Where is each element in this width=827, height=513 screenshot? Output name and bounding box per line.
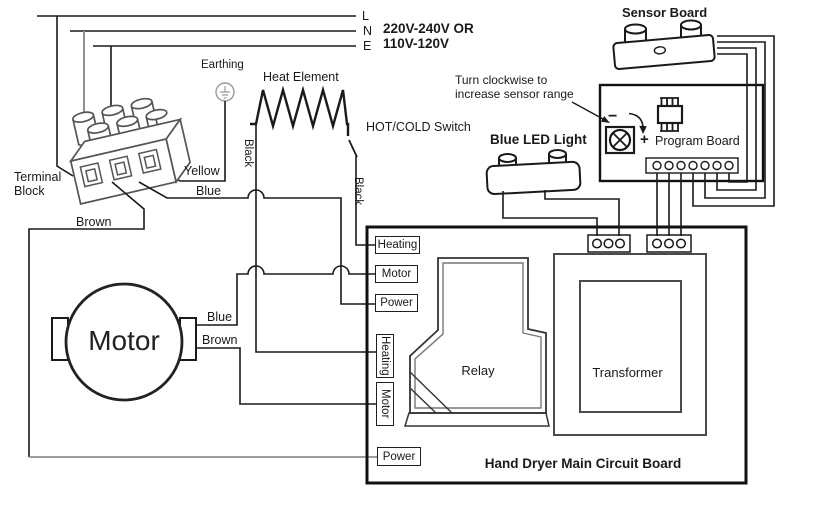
motor-body [64, 282, 184, 402]
wire-blue-terminal-to-power [138, 181, 375, 305]
label-sensor-note-line1: Turn clockwise to [455, 73, 548, 87]
terminal-block-right-face [165, 117, 191, 184]
wire-heater-black-right [355, 156, 375, 246]
heat-element-coil [250, 85, 350, 136]
potentiometer-icon [604, 125, 636, 155]
label-black-left: Black [242, 139, 255, 168]
wire-motor-brown [196, 347, 376, 405]
wire-sensor-2 [704, 41, 766, 199]
label-neutral: N [363, 24, 373, 38]
label-pot-plus: + [640, 131, 649, 148]
connector-motor-top: Motor [375, 265, 418, 283]
label-program-board: Program Board [655, 134, 740, 148]
wire-led-a [502, 191, 598, 236]
label-relay: Relay [461, 363, 495, 378]
wire-brown-terminal-to-power [28, 181, 145, 457]
label-live: L [362, 9, 369, 23]
label-yellow: Yellow [184, 164, 220, 178]
label-motor-blue: Blue [207, 310, 233, 324]
blue-led-light [485, 149, 582, 196]
sensor-board [612, 19, 716, 70]
earthing-icon [215, 82, 235, 102]
label-brown: Brown [76, 215, 112, 229]
label-terminal-block: Terminal Block [14, 170, 62, 199]
label-blue-led: Blue LED Light [490, 132, 587, 147]
main-board-outline [365, 225, 748, 485]
label-voltage-secondary: 110V-120V [383, 36, 450, 51]
label-sensor-board: Sensor Board [622, 5, 708, 20]
label-earthing: Earthing [201, 59, 244, 71]
hot-cold-switch-blade [348, 139, 358, 158]
wire-live-drop [56, 16, 74, 177]
terminal-block [68, 97, 191, 205]
label-hot-cold-switch: HOT/COLD Switch [366, 120, 471, 134]
transformer-symbol [553, 253, 707, 436]
program-board-pin-strip [645, 157, 739, 174]
connector-motor-side: Motor [376, 382, 394, 426]
terminal-holes [79, 148, 162, 188]
wire-sensor-1 [692, 35, 775, 207]
motor-symbol [51, 282, 197, 402]
connector-power-bottom: Power [377, 447, 421, 466]
label-motor: Motor [88, 325, 160, 356]
board-connector-right [646, 234, 692, 253]
relay-symbol [403, 257, 550, 427]
connector-power-top: Power [375, 294, 418, 312]
connector-heating-side: Heating [376, 334, 394, 378]
note-arrow [571, 101, 610, 123]
label-pot-minus: − [608, 108, 618, 125]
board-connector-left [587, 234, 631, 253]
chip-icon [656, 97, 684, 132]
label-heat-element: Heat Element [263, 70, 339, 84]
clockwise-arrow-icon [628, 112, 647, 134]
wire-led-b [544, 190, 620, 236]
label-sensor-note-line2: increase sensor range [455, 87, 574, 101]
connector-heating-top: Heating [375, 236, 420, 254]
wire-heater-black-left [255, 125, 376, 353]
wire-sensor-3 [716, 47, 757, 191]
wire-motor-blue [196, 265, 375, 326]
label-transformer: Transformer [592, 365, 663, 380]
label-earth: E [363, 39, 372, 53]
label-blue: Blue [196, 184, 222, 198]
label-board-title: Hand Dryer Main Circuit Board [484, 456, 682, 471]
label-voltage-primary: 220V-240V OR [383, 21, 474, 36]
label-motor-brown: Brown [202, 333, 238, 347]
label-black-right: Black [352, 177, 365, 206]
wire-sensor-4 [717, 53, 748, 183]
